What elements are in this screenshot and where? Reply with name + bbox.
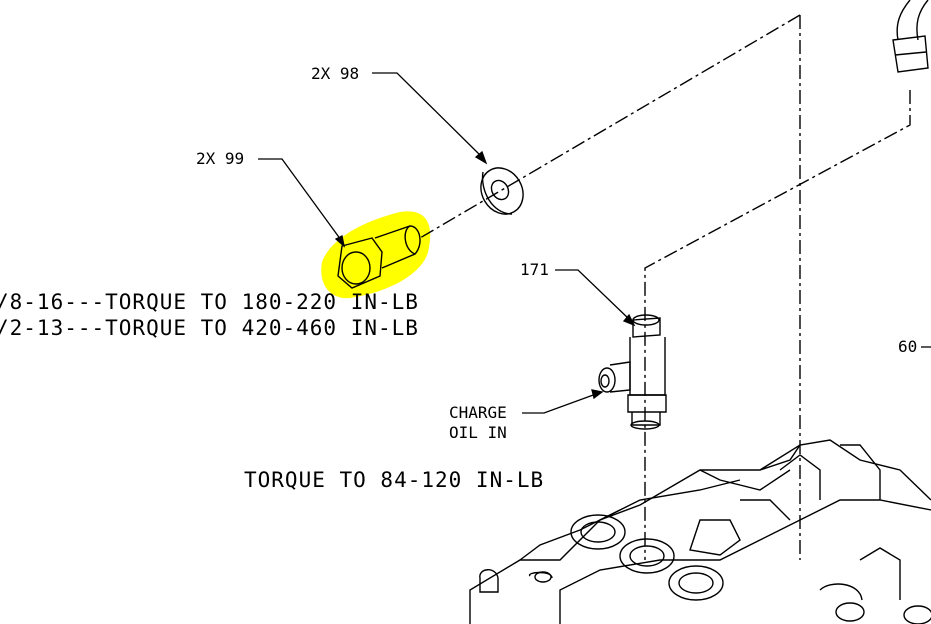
torque-note-line1: /8-16---TORQUE TO 180-220 IN-LB — [0, 290, 419, 314]
torque-note-line3: TORQUE TO 84-120 IN-LB — [244, 468, 545, 492]
leader-bolt-arrow — [334, 235, 346, 248]
washer-part — [480, 167, 524, 215]
charge-label-line1: CHARGE — [449, 403, 507, 422]
bolt-highlight — [321, 211, 431, 299]
callout-fitting: 171 — [520, 260, 549, 279]
leader-bolt — [258, 158, 342, 241]
centerline-diagonal — [419, 14, 801, 239]
callout-bolt: 2X 99 — [196, 149, 245, 168]
pump-housing — [469, 439, 931, 624]
leader-charge-arrow — [591, 389, 604, 400]
tee-fitting-part — [598, 314, 667, 430]
leader-fitting-arrow — [622, 313, 636, 327]
callout-right-partial: 60 — [898, 337, 918, 356]
leader-fitting — [555, 269, 631, 321]
torque-note-line2: /2-13---TORQUE TO 420-460 IN-LB — [0, 316, 419, 340]
bolt-part — [337, 225, 421, 289]
leader-washer-arrow — [474, 150, 488, 165]
charge-label-line2: OIL IN — [449, 423, 507, 442]
leader-charge — [522, 393, 597, 414]
hose-fitting-part — [892, 0, 929, 73]
centerline-fitting — [644, 90, 911, 560]
callout-washer: 2X 98 — [311, 64, 360, 83]
leader-washer — [372, 72, 483, 158]
